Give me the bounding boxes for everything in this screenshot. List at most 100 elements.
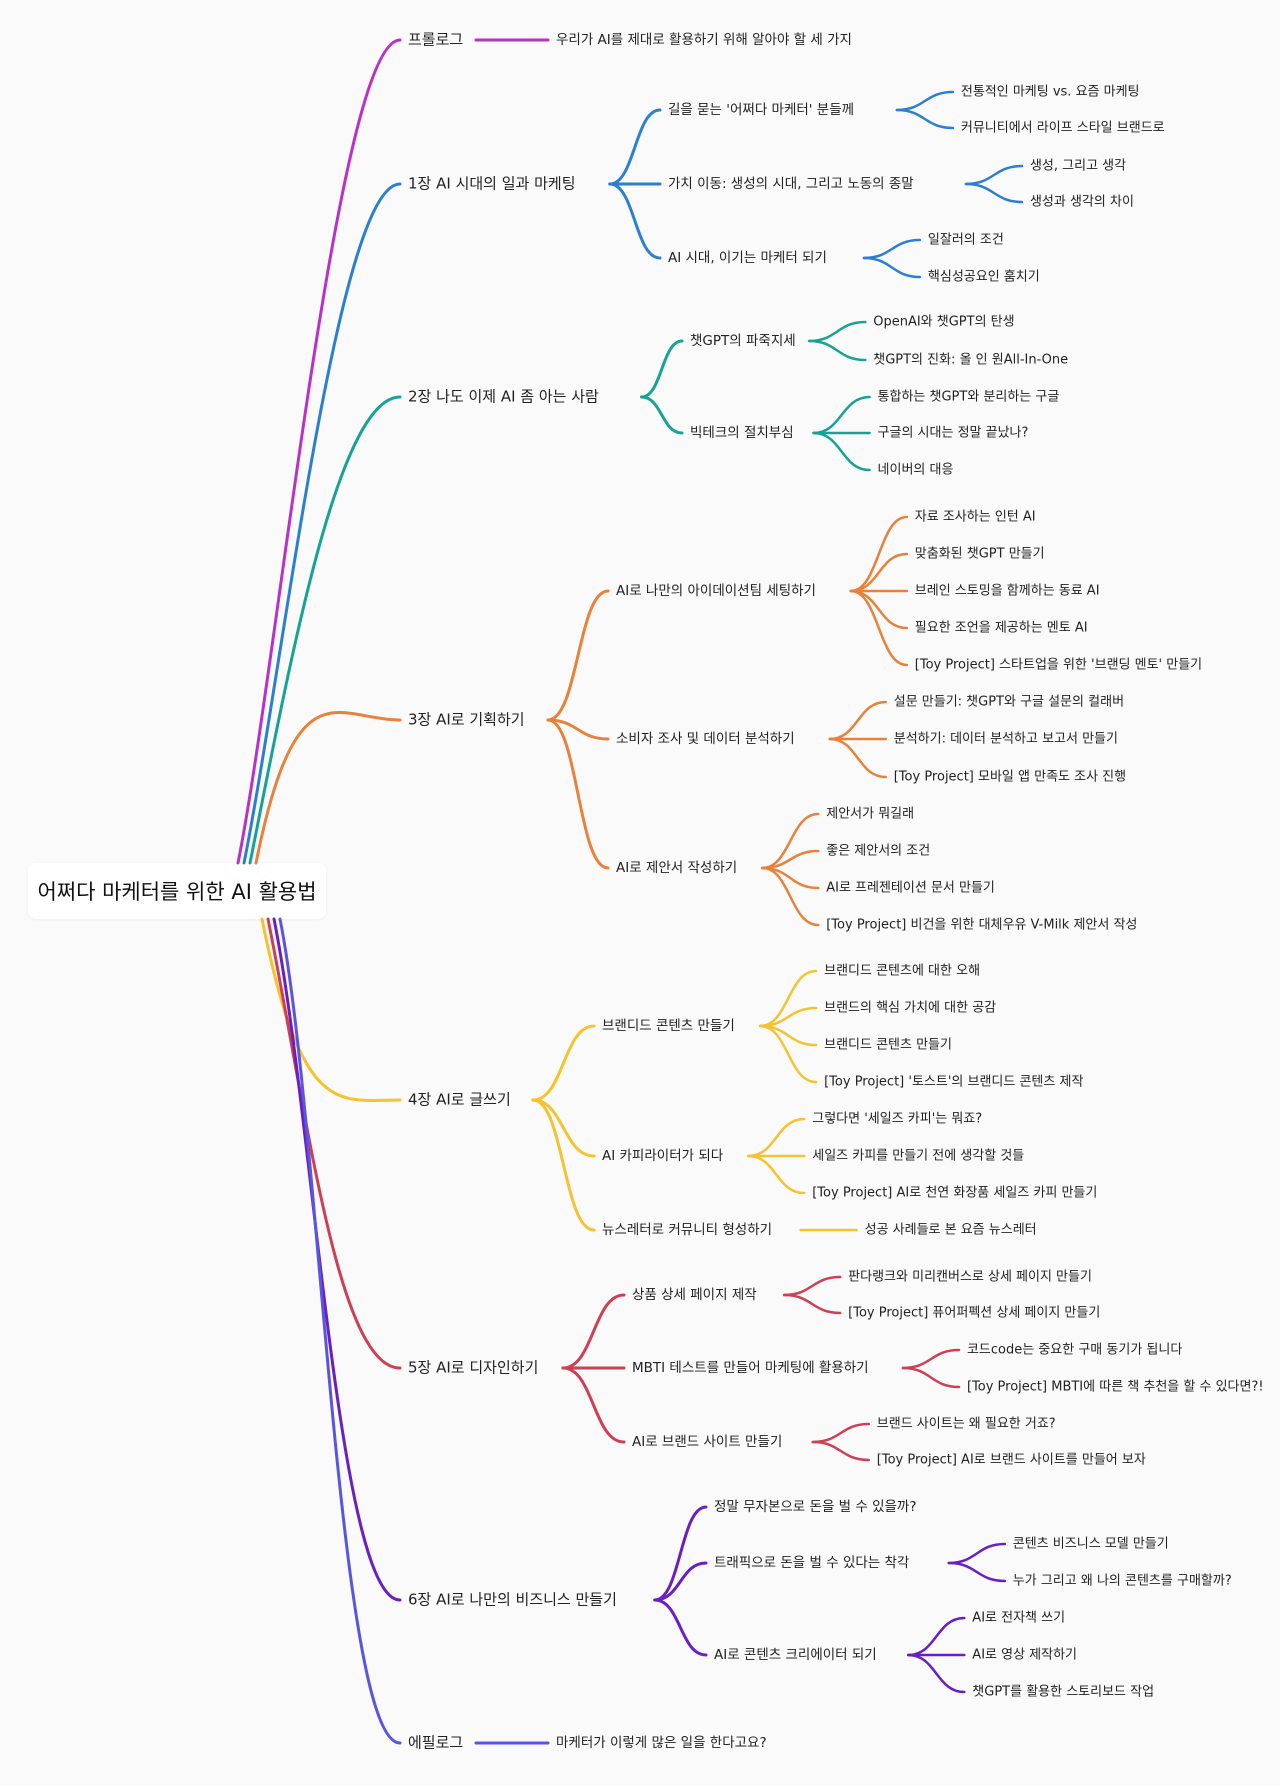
leaf-label[interactable]: 통합하는 챗GPT와 분리하는 구글 bbox=[878, 390, 1060, 405]
leaf-label[interactable]: 판다랭크와 미리캔버스로 상세 페이지 만들기 bbox=[848, 1270, 1092, 1285]
leaf-edge bbox=[828, 737, 887, 779]
child-edge bbox=[608, 182, 662, 260]
child-label[interactable]: AI 카피라이터가 되다 bbox=[602, 1148, 724, 1164]
child-label[interactable]: 길을 묻는 '어쩌다 마케터' 분들께 bbox=[668, 102, 854, 118]
leaf-label[interactable]: 좋은 제안서의 조건 bbox=[826, 844, 930, 859]
child-label[interactable]: 소비자 조사 및 데이터 분석하기 bbox=[616, 731, 795, 747]
leaf-label[interactable]: 필요한 조언을 제공하는 멘토 AI bbox=[915, 621, 1088, 636]
leaf-label[interactable]: 제안서가 뭐길래 bbox=[826, 807, 914, 822]
branch-label[interactable]: 5장 AI로 디자인하기 bbox=[408, 1359, 538, 1377]
branch-label[interactable]: 4장 AI로 글쓰기 bbox=[408, 1091, 511, 1109]
leaf-edge bbox=[895, 108, 955, 130]
leaf-label[interactable]: OpenAI와 챗GPT의 탄생 bbox=[873, 315, 1014, 330]
leaf-label[interactable]: 그렇다면 '세일즈 카피'는 뭐죠? bbox=[812, 1112, 982, 1127]
child-label[interactable]: 상품 상세 페이지 제작 bbox=[632, 1287, 757, 1303]
child-edge bbox=[561, 1366, 626, 1444]
leaf-edge bbox=[812, 431, 871, 472]
child-edge bbox=[640, 339, 684, 399]
child-edge bbox=[531, 1098, 596, 1158]
child-label[interactable]: AI로 콘텐츠 크리에이터 되기 bbox=[714, 1647, 877, 1663]
leaf-label[interactable]: 코드code는 중요한 구매 동기가 됩니다 bbox=[967, 1343, 1182, 1358]
child-edge bbox=[653, 1505, 708, 1602]
leaf-edge bbox=[862, 256, 922, 279]
child-label[interactable]: 정말 무자본으로 돈을 벌 수 있을까? bbox=[714, 1499, 917, 1515]
child-edge bbox=[653, 1561, 708, 1602]
leaf-label[interactable]: 생성과 생각의 차이 bbox=[1030, 195, 1134, 210]
leaf-label[interactable]: 브랜드의 핵심 가치에 대한 공감 bbox=[824, 1001, 996, 1016]
leaf-edge bbox=[782, 1293, 842, 1315]
leaf-edge bbox=[828, 700, 887, 741]
leaf-label[interactable]: 커뮤니티에서 라이프 스타일 브랜드로 bbox=[961, 121, 1165, 136]
leaf-label[interactable]: [Toy Project] 스타트업을 위한 '브랜딩 멘토' 만들기 bbox=[915, 658, 1202, 673]
child-label[interactable]: AI로 나만의 아이데이션팀 세팅하기 bbox=[616, 583, 816, 599]
leaf-label[interactable]: 일잘러의 조건 bbox=[928, 233, 1004, 248]
leaf-edge bbox=[964, 182, 1024, 204]
leaf-label[interactable]: 핵심성공요인 훔치기 bbox=[928, 270, 1040, 285]
leaf-label[interactable]: 자료 조사하는 인턴 AI bbox=[915, 510, 1036, 525]
leaf-edge bbox=[862, 238, 922, 260]
leaf-edge bbox=[901, 1366, 961, 1389]
leaf-edge bbox=[811, 1440, 871, 1462]
child-label[interactable]: 뉴스레터로 커뮤니티 형성하기 bbox=[602, 1222, 772, 1238]
leaf-label[interactable]: 브랜디드 콘텐츠 만들기 bbox=[824, 1038, 952, 1053]
child-label[interactable]: AI 시대, 이기는 마케터 되기 bbox=[668, 250, 827, 266]
branch-edge bbox=[260, 917, 402, 1102]
child-label[interactable]: 트래픽으로 돈을 벌 수 있다는 착각 bbox=[714, 1555, 909, 1571]
leaf-label[interactable]: 챗GPT의 진화: 올 인 원All-In-One bbox=[873, 353, 1068, 368]
leaf-label[interactable]: [Toy Project] AI로 천연 화장품 세일즈 카피 만들기 bbox=[812, 1186, 1097, 1201]
child-edge bbox=[561, 1293, 626, 1370]
branch-label[interactable]: 1장 AI 시대의 일과 마케팅 bbox=[408, 175, 576, 193]
leaf-label[interactable]: [Toy Project] '토스트'의 브랜디드 콘텐츠 제작 bbox=[824, 1075, 1083, 1090]
leaf-edge bbox=[849, 589, 909, 667]
leaf-label[interactable]: 브랜드 사이트는 왜 필요한 거죠? bbox=[877, 1417, 1056, 1432]
leaf-label[interactable]: [Toy Project] 퓨어퍼펙션 상세 페이지 만들기 bbox=[848, 1306, 1100, 1321]
leaf-label[interactable]: 브레인 스토밍을 함께하는 동료 AI bbox=[915, 584, 1100, 599]
leaf-edge bbox=[849, 515, 909, 593]
leaf-label[interactable]: AI로 전자책 쓰기 bbox=[972, 1611, 1065, 1626]
leaf-label[interactable]: [Toy Project] AI로 브랜드 사이트를 만들어 보자 bbox=[877, 1453, 1146, 1468]
leaf-label[interactable]: 구글의 시대는 정말 끝났나? bbox=[878, 426, 1029, 441]
leaf-label[interactable]: 전통적인 마케팅 vs. 요즘 마케팅 bbox=[961, 85, 1140, 100]
leaf-label[interactable]: [Toy Project] 모바일 앱 만족도 조사 진행 bbox=[894, 769, 1126, 785]
root-node[interactable]: 어쩌다 마케터를 위한 AI 활용법 bbox=[28, 863, 326, 919]
leaf-label[interactable]: 챗GPT를 활용한 스토리보드 작업 bbox=[972, 1685, 1154, 1700]
leaf-label[interactable]: [Toy Project] 비건을 위한 대체우유 V-Milk 제안서 작성 bbox=[826, 918, 1137, 933]
leaf-edge bbox=[947, 1542, 1007, 1565]
leaf-label[interactable]: 세일즈 카피를 만들기 전에 생각할 것들 bbox=[812, 1149, 1024, 1164]
leaf-label[interactable]: 브랜디드 콘텐츠에 대한 오해 bbox=[824, 964, 980, 979]
branch-label[interactable]: 에필로그 bbox=[408, 1734, 463, 1752]
leaf-label[interactable]: 분석하기: 데이터 분석하고 보고서 만들기 bbox=[894, 732, 1118, 747]
branch-label[interactable]: 6장 AI로 나만의 비즈니스 만들기 bbox=[408, 1591, 617, 1609]
child-edge bbox=[546, 718, 610, 741]
leaf-label[interactable]: 설문 만들기: 챗GPT와 구글 설문의 컬래버 bbox=[894, 695, 1124, 710]
leaf-label[interactable]: 누가 그리고 왜 나의 콘텐츠를 구매할까? bbox=[1013, 1574, 1232, 1589]
leaf-label[interactable]: 맞춤화된 챗GPT 만들기 bbox=[915, 547, 1045, 562]
child-label[interactable]: 가치 이동: 생성의 시대, 그리고 노동의 종말 bbox=[668, 176, 914, 192]
branch-label[interactable]: 2장 나도 이제 AI 좀 아는 사람 bbox=[408, 388, 599, 406]
leaf-label[interactable]: 생성, 그리고 생각 bbox=[1030, 159, 1126, 174]
branch-edge bbox=[248, 395, 402, 865]
child-edge bbox=[653, 1598, 708, 1657]
branch-label[interactable]: 3장 AI로 기획하기 bbox=[408, 711, 525, 729]
branch-edge bbox=[254, 710, 402, 865]
child-label[interactable]: 챗GPT의 파죽지세 bbox=[690, 333, 796, 349]
child-label[interactable]: 빅테크의 절치부심 bbox=[690, 425, 794, 441]
child-label[interactable]: 브랜디드 콘텐츠 만들기 bbox=[602, 1018, 735, 1034]
leaf-label[interactable]: [Toy Project] MBTI에 따른 책 추천을 할 수 있다면?! bbox=[967, 1380, 1264, 1395]
child-edge bbox=[546, 718, 610, 870]
branch-label[interactable]: 프롤로그 bbox=[408, 31, 463, 49]
child-label[interactable]: AI로 브랜드 사이트 만들기 bbox=[632, 1434, 782, 1450]
child-label[interactable]: 우리가 AI를 제대로 활용하기 위해 알아야 할 세 가지 bbox=[556, 32, 852, 48]
child-edge bbox=[640, 395, 684, 435]
leaf-edge bbox=[907, 1616, 966, 1657]
leaf-label[interactable]: 콘텐츠 비즈니스 모델 만들기 bbox=[1013, 1537, 1169, 1552]
leaf-label[interactable]: 성공 사례들로 본 요즘 뉴스레터 bbox=[865, 1223, 1037, 1238]
leaf-label[interactable]: AI로 영상 제작하기 bbox=[972, 1648, 1077, 1663]
leaf-edge bbox=[746, 1117, 806, 1158]
root-label: 어쩌다 마케터를 위한 AI 활용법 bbox=[37, 880, 317, 904]
leaf-label[interactable]: 네이버의 대응 bbox=[878, 463, 954, 478]
child-label[interactable]: 마케터가 이렇게 많은 일을 한다고요? bbox=[556, 1735, 767, 1751]
leaf-label[interactable]: AI로 프레젠테이션 문서 만들기 bbox=[826, 881, 995, 896]
child-label[interactable]: MBTI 테스트를 만들어 마케팅에 활용하기 bbox=[632, 1360, 869, 1376]
child-label[interactable]: AI로 제안서 작성하기 bbox=[616, 860, 737, 876]
